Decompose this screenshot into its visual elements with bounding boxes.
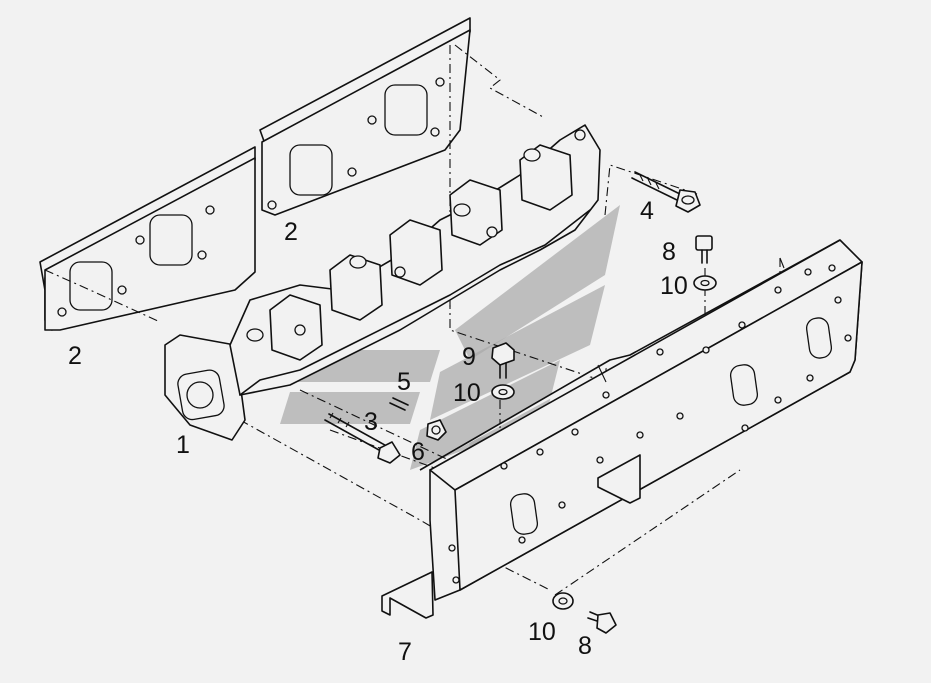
callout-screw-upper: 8: [662, 238, 676, 266]
screw-lower: [587, 611, 617, 634]
heat-shield-slots: [509, 317, 833, 535]
hex-nut: [426, 419, 447, 441]
exhaust-manifold: [164, 124, 601, 441]
callout-bolt: 4: [640, 197, 654, 225]
callout-manifold: 1: [176, 431, 190, 459]
screw-middle: [491, 342, 515, 379]
callout-heat-shield: 7: [398, 638, 412, 666]
callout-washer-lower: 10: [528, 618, 556, 646]
exhaust-gasket-rear: [259, 17, 471, 216]
callout-washer-upper: 10: [660, 272, 688, 300]
manifold-bolt-bosses: [246, 129, 586, 342]
callout-screw-middle: 9: [462, 343, 476, 371]
heat-shield-holes: [448, 264, 852, 584]
callout-stud: 3: [364, 408, 378, 436]
heat-shield: [381, 239, 863, 619]
washer-middle: [491, 384, 515, 400]
stud-short: [389, 397, 409, 411]
washer-upper: [693, 275, 717, 291]
callout-nut: 6: [411, 438, 425, 466]
callout-screw-lower: 8: [578, 632, 592, 660]
manifold-bolt: [631, 171, 701, 213]
callout-gasket-rear: 2: [284, 218, 298, 246]
callout-washer-middle: 10: [453, 379, 481, 407]
screw-upper: [695, 235, 713, 264]
callout-stud-short: 5: [397, 368, 411, 396]
leader-lines: [597, 257, 785, 383]
stud: [324, 412, 401, 464]
callout-gasket-front: 2: [68, 342, 82, 370]
exhaust-gasket-front: [39, 146, 256, 331]
washer-lower: [552, 592, 574, 610]
